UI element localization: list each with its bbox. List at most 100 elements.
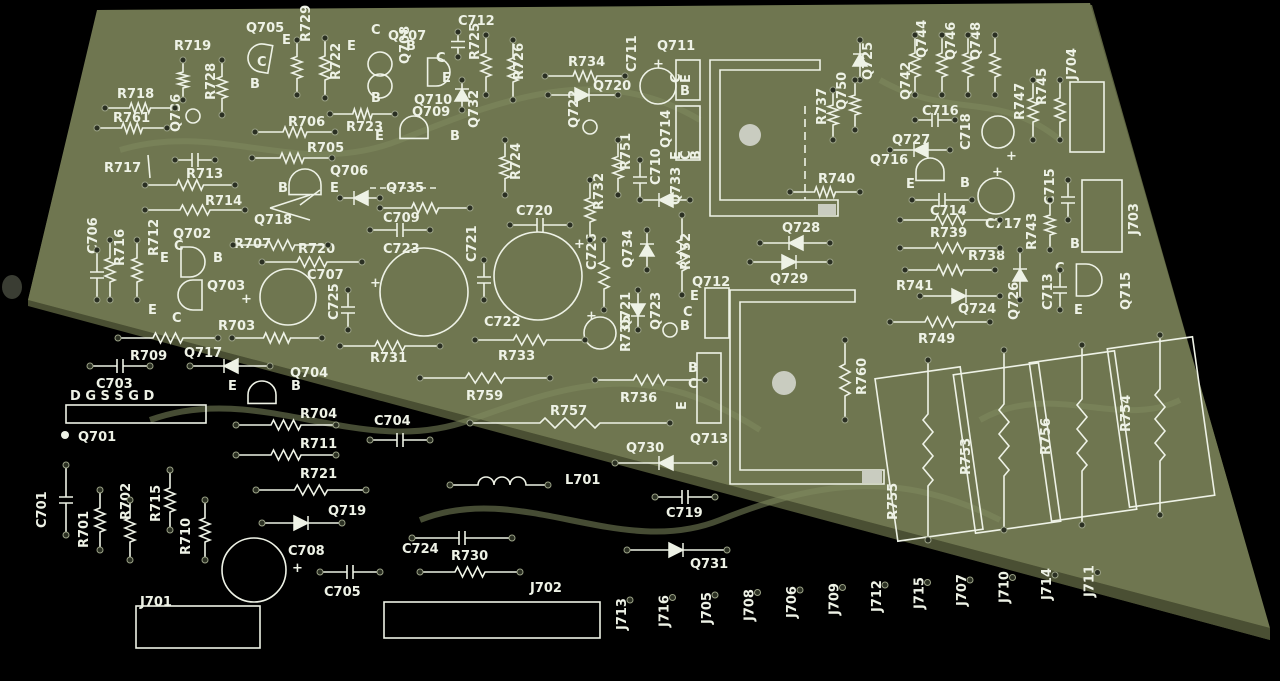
label-pin_e: E bbox=[690, 289, 699, 304]
diode-symbol bbox=[1011, 267, 1029, 282]
label-q710: Q710 bbox=[414, 93, 452, 108]
transistor-symbol bbox=[269, 189, 321, 221]
pad bbox=[566, 221, 574, 229]
label-r738: R738 bbox=[968, 249, 1005, 264]
pad bbox=[458, 76, 466, 84]
resistor-symbol bbox=[505, 40, 521, 100]
label-l701: L701 bbox=[565, 473, 600, 488]
pad bbox=[1029, 76, 1037, 84]
resistor-symbol bbox=[790, 184, 860, 200]
component-outline bbox=[662, 322, 678, 338]
label-pin_c: C bbox=[257, 55, 267, 70]
diode-symbol bbox=[851, 52, 869, 67]
label-r721: R721 bbox=[300, 467, 337, 482]
resistor-symbol bbox=[900, 241, 1000, 255]
resistor-symbol bbox=[102, 240, 118, 300]
pad bbox=[326, 110, 334, 118]
label-pin_b: B bbox=[960, 176, 970, 191]
label-c722: C722 bbox=[484, 315, 521, 330]
resistor-symbol bbox=[122, 500, 138, 560]
pad bbox=[651, 493, 659, 501]
label-q708: Q708 bbox=[398, 26, 413, 64]
diode-symbol bbox=[787, 234, 804, 252]
pad bbox=[93, 246, 101, 254]
label-c704: C704 bbox=[374, 414, 411, 429]
pad bbox=[1000, 526, 1008, 534]
pad bbox=[96, 486, 104, 494]
pad bbox=[841, 336, 849, 344]
diode-symbol bbox=[574, 86, 591, 104]
pad bbox=[634, 286, 642, 294]
pad bbox=[1156, 511, 1164, 519]
label-pin_e: E bbox=[160, 251, 169, 266]
mounting-hole bbox=[772, 371, 796, 395]
pad bbox=[266, 362, 274, 370]
pad bbox=[408, 534, 416, 542]
component-outline bbox=[259, 268, 317, 326]
pad bbox=[643, 266, 651, 274]
pad bbox=[786, 188, 794, 196]
resistor-symbol bbox=[129, 240, 145, 300]
pad bbox=[924, 536, 932, 544]
resistor-symbol bbox=[317, 38, 333, 98]
resistor-symbol bbox=[890, 315, 990, 329]
capacitor-symbol bbox=[1061, 180, 1075, 220]
pad bbox=[454, 28, 462, 36]
pad bbox=[509, 96, 517, 104]
pad bbox=[251, 128, 259, 136]
pad bbox=[458, 106, 466, 114]
label-r703: R703 bbox=[218, 319, 255, 334]
label-r728: R728 bbox=[204, 63, 219, 100]
component-outline bbox=[65, 404, 207, 424]
label-r734: R734 bbox=[568, 55, 605, 70]
label-j711: J711 bbox=[1083, 565, 1098, 598]
component-outline bbox=[977, 177, 1015, 215]
label-pin_b: B bbox=[278, 181, 288, 196]
pcb-board-surface[interactable] bbox=[28, 3, 1270, 628]
label-q713: Q713 bbox=[690, 432, 728, 447]
pad bbox=[166, 466, 174, 474]
label-pin_e: E bbox=[442, 71, 451, 86]
pad bbox=[711, 493, 719, 501]
pad bbox=[911, 116, 919, 124]
label-pin_e: E bbox=[347, 39, 356, 54]
pad bbox=[232, 451, 240, 459]
label-pin_b: B bbox=[450, 129, 460, 144]
label-pin_b: B bbox=[1070, 237, 1080, 252]
resistor-symbol bbox=[256, 483, 366, 497]
resistor-symbol bbox=[470, 416, 670, 430]
label-q719: Q719 bbox=[328, 504, 366, 519]
pad bbox=[711, 459, 719, 467]
label-plus: + bbox=[574, 237, 585, 252]
pad bbox=[501, 136, 509, 144]
resistor-symbol bbox=[610, 140, 626, 195]
resistor-symbol bbox=[497, 140, 513, 195]
label-pin_e: E bbox=[906, 177, 915, 192]
pad bbox=[614, 136, 622, 144]
transistor-outline bbox=[288, 168, 322, 196]
component-outline bbox=[1069, 81, 1105, 153]
resistor-symbol bbox=[934, 35, 950, 95]
pad bbox=[211, 156, 219, 164]
capacitor-symbol bbox=[59, 465, 73, 535]
pad bbox=[1046, 196, 1054, 204]
pad bbox=[218, 56, 226, 64]
capacitor-symbol bbox=[90, 359, 150, 373]
resistor-symbol bbox=[236, 448, 336, 462]
transistor-outline bbox=[399, 115, 429, 140]
label-r718: R718 bbox=[117, 87, 154, 102]
label-pin_c: C bbox=[172, 311, 182, 326]
label-plus: + bbox=[992, 165, 1003, 180]
label-q716: Q716 bbox=[870, 153, 908, 168]
pad bbox=[1094, 569, 1101, 576]
cable-stub bbox=[2, 275, 22, 299]
pad bbox=[796, 586, 804, 594]
pad bbox=[171, 156, 179, 164]
label-r730: R730 bbox=[451, 549, 488, 564]
capacitor-symbol bbox=[175, 153, 215, 167]
capacitor-symbol bbox=[1053, 270, 1067, 310]
pad bbox=[258, 258, 266, 266]
label-pin_b: B bbox=[371, 91, 381, 106]
